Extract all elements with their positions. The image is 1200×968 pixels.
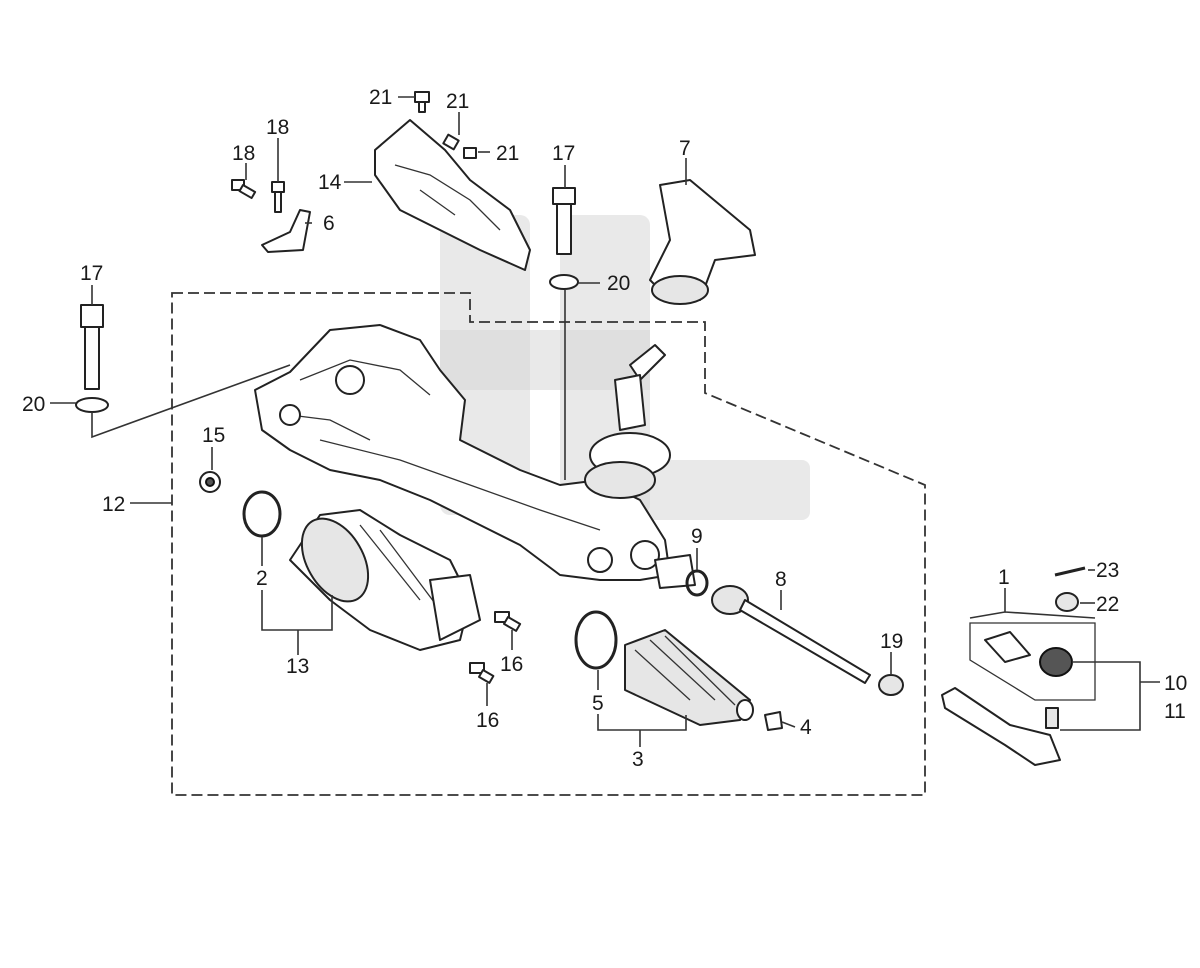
grease-packet <box>984 631 1031 663</box>
callout-17a: 17 <box>80 262 103 285</box>
bolt-18-b <box>271 181 285 213</box>
rack-boot <box>624 629 754 726</box>
callout-18b: 18 <box>266 116 289 139</box>
washer-left <box>75 397 109 413</box>
callout-22: 22 <box>1096 593 1119 616</box>
heat-shield <box>374 119 531 271</box>
dust-boot <box>1039 647 1073 677</box>
bolt-17-upper <box>552 187 576 255</box>
callout-21b: 21 <box>446 90 469 113</box>
callout-17b: 17 <box>552 142 575 165</box>
callout-labels: 21 21 21 14 18 18 6 17 20 7 17 20 15 12 … <box>22 86 1187 771</box>
callout-19: 19 <box>880 630 903 653</box>
callout-23: 23 <box>1096 559 1119 582</box>
bolt-16-upper <box>494 611 522 632</box>
callout-11: 11 <box>1164 700 1186 723</box>
steering-boot <box>649 179 756 305</box>
callout-16b: 16 <box>476 709 499 732</box>
bolt-21-a <box>414 91 430 113</box>
o-ring-small <box>685 569 709 597</box>
tie-rod-end <box>941 687 1061 766</box>
callout-13: 13 <box>286 655 309 678</box>
pinion-shaft <box>584 344 671 499</box>
assembly-boundary <box>171 292 926 796</box>
leader-lines <box>50 96 1160 747</box>
callout-9: 9 <box>691 525 703 548</box>
callout-18a: 18 <box>232 142 255 165</box>
tie-rod-end-kit-box <box>969 622 1096 701</box>
lock-nut <box>878 674 904 696</box>
callout-3: 3 <box>632 748 644 771</box>
callout-15: 15 <box>202 424 225 447</box>
callout-10: 10 <box>1164 672 1187 695</box>
cotter-pin <box>1054 566 1086 577</box>
washer-upper <box>549 274 579 290</box>
gear <box>199 471 221 493</box>
callout-21a: 21 <box>369 86 392 109</box>
callout-8: 8 <box>775 568 787 591</box>
bracket <box>261 209 311 253</box>
boot-band <box>574 610 618 670</box>
clip <box>764 711 783 731</box>
bolt-21-c <box>463 147 477 159</box>
callout-5: 5 <box>592 692 604 715</box>
callout-6: 6 <box>323 212 335 235</box>
callout-2: 2 <box>256 567 268 590</box>
callout-4: 4 <box>800 716 812 739</box>
callout-21c: 21 <box>496 142 519 165</box>
tie-rod <box>711 585 871 684</box>
castle-nut <box>1055 592 1079 612</box>
callout-14: 14 <box>318 171 342 194</box>
bolt-17-left <box>80 304 104 390</box>
o-ring <box>242 490 282 538</box>
callout-1: 1 <box>998 566 1010 589</box>
bolt-21-b <box>442 133 460 151</box>
callout-12: 12 <box>102 493 125 516</box>
assist-motor <box>289 509 481 651</box>
bolt-16-lower <box>469 662 495 684</box>
rack-housing <box>254 324 696 589</box>
callout-16a: 16 <box>500 653 523 676</box>
callout-20a: 20 <box>22 393 45 416</box>
callout-20b: 20 <box>607 272 630 295</box>
callout-7: 7 <box>679 137 691 160</box>
bolt-18-a <box>231 179 257 200</box>
